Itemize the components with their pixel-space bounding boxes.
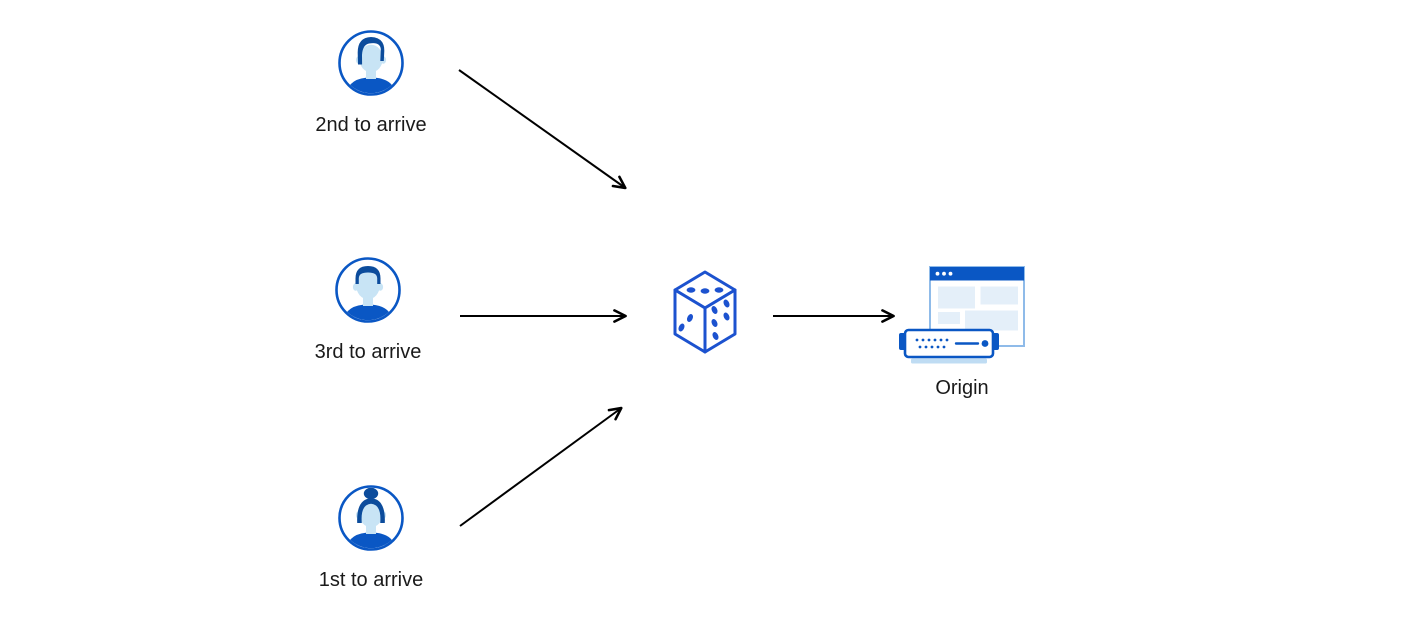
origin-server-icon <box>899 266 1025 364</box>
node-user-3rd: 3rd to arrive <box>300 256 436 364</box>
user-avatar-icon <box>338 30 404 96</box>
user-avatar-icon <box>335 257 401 323</box>
user-avatar-icon <box>338 485 404 551</box>
node-origin: Origin <box>897 263 1027 400</box>
node-randomizer-dice <box>668 270 742 354</box>
arrow-user2-to-dice <box>458 69 627 190</box>
node-user-2nd: 2nd to arrive <box>303 29 439 137</box>
node-user-1st: 1st to arrive <box>303 484 439 592</box>
dice-icon <box>673 270 737 354</box>
node-label: 2nd to arrive <box>315 114 427 136</box>
arrow-user1-to-dice <box>459 406 623 527</box>
node-label: 1st to arrive <box>318 569 424 591</box>
node-label: 3rd to arrive <box>314 341 422 363</box>
node-label: Origin <box>935 377 989 399</box>
